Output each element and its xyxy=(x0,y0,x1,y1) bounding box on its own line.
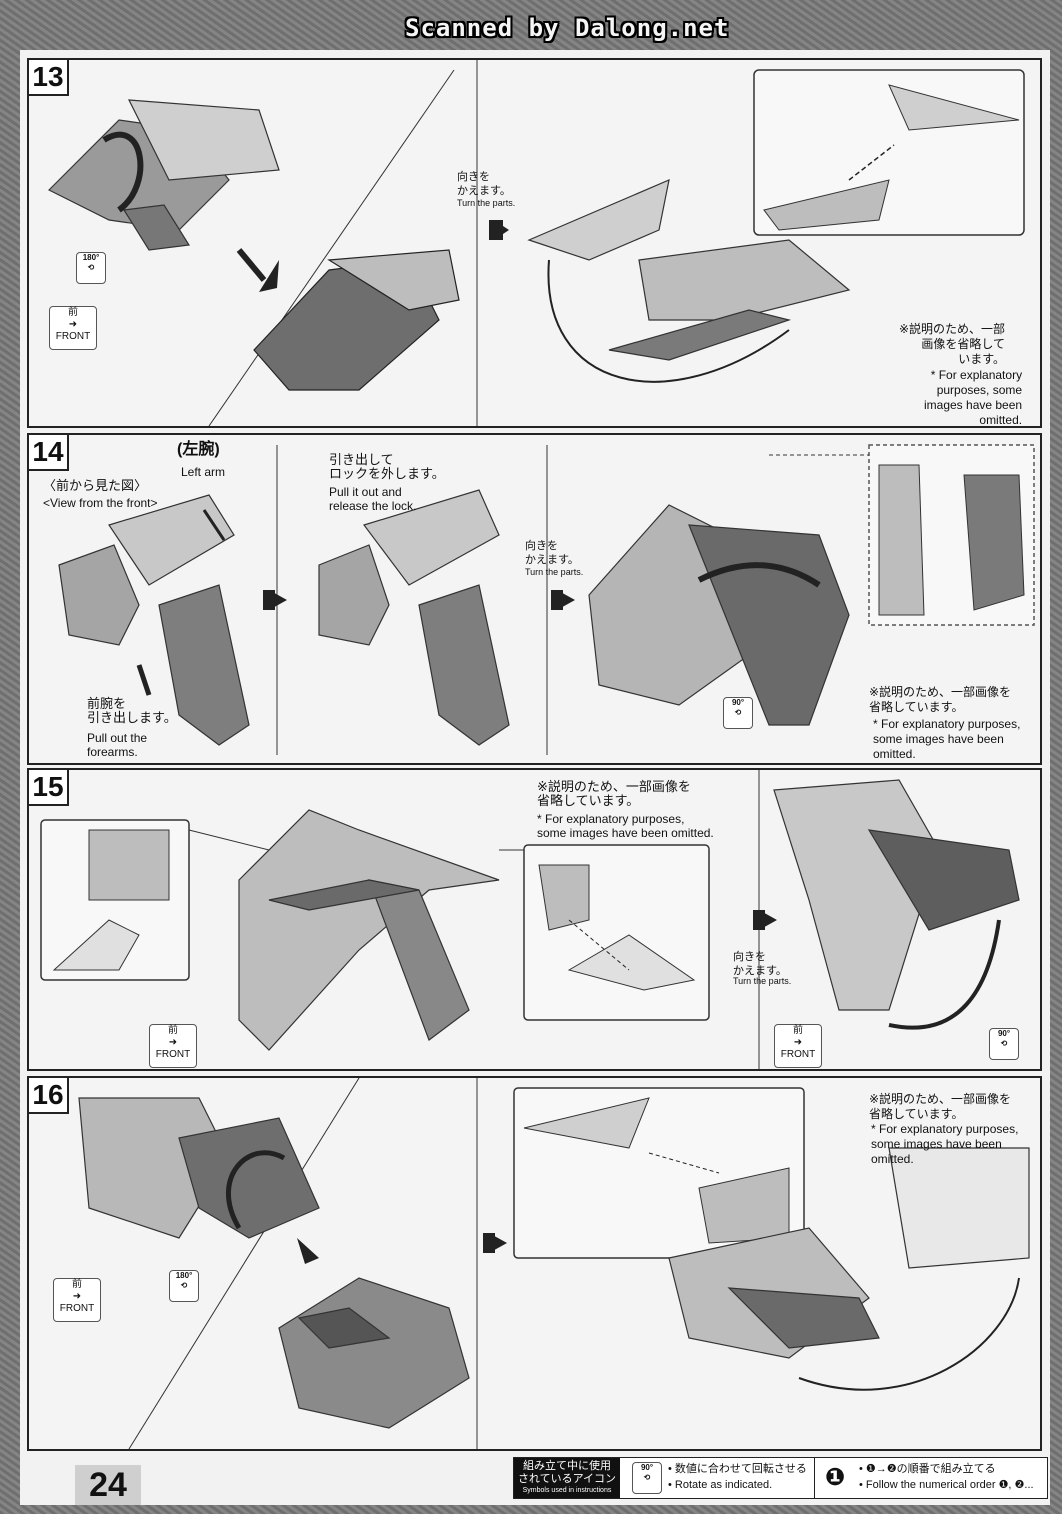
front-label-en: FRONT xyxy=(155,1049,191,1060)
left-arm-label-jp: (左腕) xyxy=(177,441,220,458)
omitted-note-en: * For explanatory purposes, some images … xyxy=(873,717,1021,761)
rotate-icon: 90°⟲ xyxy=(632,1462,662,1494)
step-15-illustration xyxy=(40,770,1020,1069)
step-number: 13 xyxy=(29,60,69,96)
step-13-illustration xyxy=(47,60,1025,426)
rotate-label: 180° xyxy=(82,253,100,262)
front-direction-icon-2: 前➜FRONT xyxy=(774,1024,822,1068)
step-16: 16 180°⟲ 前➜FRONT ※説明のため、一部画像を 省略しています。 *… xyxy=(27,1076,1042,1451)
omitted-note-jp: ※説明のため、一部 画像を省略して います。 xyxy=(899,322,1006,366)
omitted-note-jp: ※説明のため、一部画像を 省略しています。 xyxy=(869,685,1012,714)
legend-order-en: • Follow the numerical order ❶, ❷... xyxy=(859,1479,1034,1491)
view-front-en: <View from the front> xyxy=(43,496,158,510)
legend-title-jp: 組み立て中に使用 されているアイコン xyxy=(517,1460,617,1485)
front-label-en: FRONT xyxy=(55,331,91,342)
legend-rotate-jp: • 数値に合わせて回転させる xyxy=(668,1463,807,1475)
watermark: Scanned by Dalong.net xyxy=(405,14,730,42)
release-lock-jp: 引き出して ロックを外します。 xyxy=(329,452,445,481)
front-direction-icon: 前➜FRONT xyxy=(49,306,97,350)
icon-legend: 組み立て中に使用 されているアイコン Symbols used in instr… xyxy=(513,1457,1048,1499)
turn-parts-jp: 向きを かえます。 xyxy=(733,951,787,977)
rotate-180-icon: 180°⟲ xyxy=(169,1270,199,1302)
front-label-jp: 前 xyxy=(793,1025,803,1036)
view-front-jp: 〈前から見た図〉 xyxy=(43,478,148,493)
step-13: 13 向きを かえます。 Turn the parts. 180°⟲ 前➜FRO xyxy=(27,58,1042,428)
omitted-note-en: * For explanatory purposes, some images … xyxy=(537,812,714,840)
step-14: 14 (左腕) Left arm 〈前から見た図〉 <View fro xyxy=(27,433,1042,765)
pull-forearms-jp: 前腕を 引き出します。 xyxy=(87,696,177,725)
turn-parts-en: Turn the parts. xyxy=(525,567,584,577)
step-number: 16 xyxy=(29,1078,69,1114)
rotate-label: 180° xyxy=(175,1271,193,1280)
legend-title: 組み立て中に使用 されているアイコン Symbols used in instr… xyxy=(514,1458,620,1498)
turn-parts-jp: 向きを かえます。 xyxy=(525,540,579,566)
front-label-jp: 前 xyxy=(168,1025,178,1036)
omitted-note-en: * For explanatory purposes, some images … xyxy=(871,1122,1019,1166)
front-label-en: FRONT xyxy=(780,1049,816,1060)
page-number: 24 xyxy=(75,1465,141,1505)
front-label-jp: 前 xyxy=(72,1279,82,1290)
rotate-90-icon: 90°⟲ xyxy=(723,697,753,729)
omitted-note-jp: ※説明のため、一部画像を 省略しています。 xyxy=(537,779,691,808)
omitted-note-en: * For explanatory purposes, some images … xyxy=(924,368,1023,427)
step-16-illustration xyxy=(78,1078,1030,1449)
turn-parts-en: Turn the parts. xyxy=(457,198,516,208)
rotate-90-icon: 90°⟲ xyxy=(989,1028,1019,1060)
release-lock-en: Pull it out and release the lock. xyxy=(329,485,417,513)
rotate-label: 90° xyxy=(731,698,745,707)
step-14-illustration xyxy=(58,444,1035,755)
front-label-en: FRONT xyxy=(59,1303,95,1314)
step-number: 14 xyxy=(29,435,69,471)
legend-rotate-en: • Rotate as indicated. xyxy=(668,1479,773,1491)
turn-parts-jp: 向きを かえます。 xyxy=(457,171,511,197)
rotate-label: 90° xyxy=(997,1029,1011,1038)
rotate-180-icon: 180°⟲ xyxy=(76,252,106,284)
turn-parts-en: Turn the parts. xyxy=(733,976,792,986)
front-direction-icon: 前➜FRONT xyxy=(149,1024,197,1068)
step-15: 15 ※説明のため、一部画像を 省略しています。 * For explanato… xyxy=(27,768,1042,1071)
order-number-icon: ❶ xyxy=(814,1458,855,1498)
step-number: 15 xyxy=(29,770,69,806)
legend-order-jp: • ❶→❷の順番で組み立てる xyxy=(859,1463,996,1475)
pull-forearms-en: Pull out the forearms. xyxy=(87,731,148,759)
rotate-icon-label: 90° xyxy=(640,1463,654,1472)
front-direction-icon: 前➜FRONT xyxy=(53,1278,101,1322)
front-label-jp: 前 xyxy=(68,307,78,318)
legend-title-en: Symbols used in instructions xyxy=(522,1487,612,1494)
left-arm-label-en: Left arm xyxy=(181,465,226,479)
omitted-note-jp: ※説明のため、一部画像を 省略しています。 xyxy=(869,1092,1012,1121)
